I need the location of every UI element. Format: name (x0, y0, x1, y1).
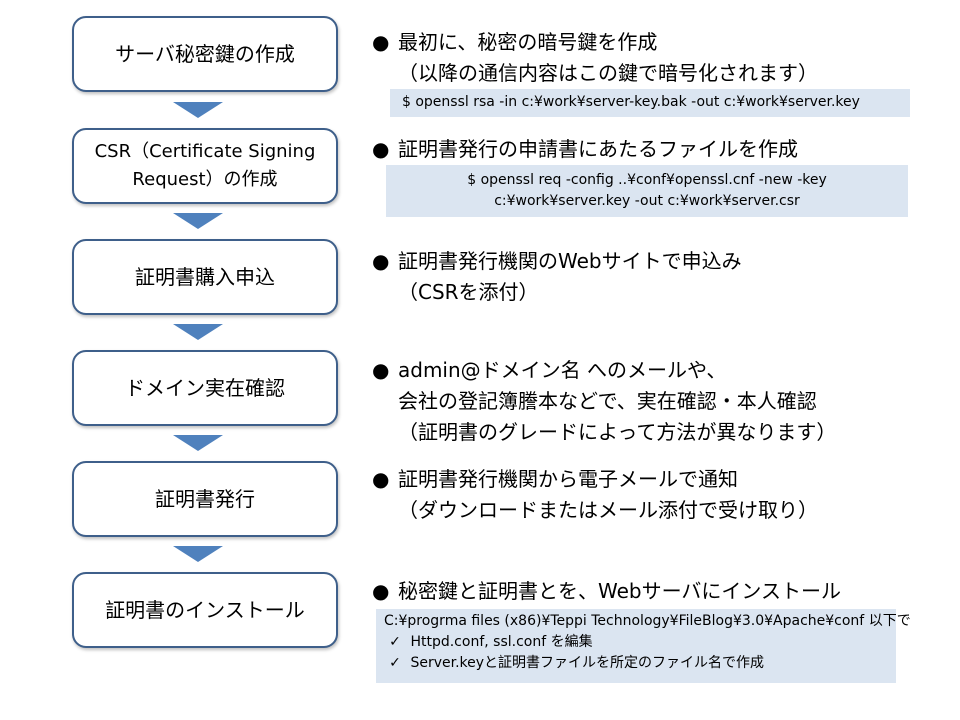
step-create-private-key: サーバ秘密鍵の作成 (72, 16, 338, 92)
step-label: 証明書購入申込 (135, 265, 275, 289)
down-arrow-icon (173, 435, 223, 451)
bullet-icon: ● (372, 249, 390, 273)
checklist-text: Httpd.conf, ssl.conf を編集 (410, 634, 593, 650)
checkmark-icon: ✓ (389, 634, 401, 650)
step-label: サーバ秘密鍵の作成 (115, 42, 295, 66)
command-line: $ openssl req -config ..¥conf¥openssl.cn… (467, 172, 827, 188)
description-line: 会社の登記簿謄本などで、実在確認・本人確認 (398, 389, 817, 413)
config-path: C:¥progrma files (x86)¥Teppi Technology¥… (384, 613, 911, 629)
command-line: $ openssl rsa -in c:¥work¥server-key.bak… (402, 94, 860, 110)
step-certificate-install: 証明書のインストール (72, 572, 338, 648)
bullet-icon: ● (372, 358, 390, 382)
step-purchase-application: 証明書購入申込 (72, 239, 338, 315)
bullet-icon: ● (372, 30, 390, 54)
checklist-item: ✓ Httpd.conf, ssl.conf を編集 (384, 632, 888, 653)
description-purchase-application: ● 証明書発行機関のWebサイトで申込み （CSRを添付） (372, 246, 742, 308)
command-box: $ openssl rsa -in c:¥work¥server-key.bak… (390, 89, 910, 117)
description-line: 証明書発行の申請書にあたるファイルを作成 (398, 137, 798, 161)
description-certificate-install: ● 秘密鍵と証明書とを、Webサーバにインストール (372, 576, 841, 607)
checkmark-icon: ✓ (389, 655, 401, 671)
description-line: 最初に、秘密の暗号鍵を作成 (398, 30, 658, 54)
step-label: CSR（Certificate Signing Request）の作成 (95, 138, 316, 194)
checklist-text: Server.keyと証明書ファイルを所定のファイル名で作成 (410, 655, 765, 671)
step-label-line: Request）の作成 (132, 169, 278, 190)
description-line: （以降の通信内容はこの鍵で暗号化されます） (398, 61, 818, 85)
step-label-line: CSR（Certificate Signing (94, 141, 316, 162)
description-line: 証明書発行機関のWebサイトで申込み (398, 249, 742, 273)
install-instructions-box: C:¥progrma files (x86)¥Teppi Technology¥… (376, 609, 911, 683)
step-label: ドメイン実在確認 (125, 376, 285, 400)
description-line: admin@ドメイン名 へのメールや、 (398, 358, 727, 382)
description-line: 証明書発行機関から電子メールで通知 (398, 467, 738, 491)
checklist-item: ✓ Server.keyと証明書ファイルを所定のファイル名で作成 (384, 653, 888, 674)
description-line: （証明書のグレードによって方法が異なります） (398, 420, 837, 444)
down-arrow-icon (173, 102, 223, 118)
bullet-icon: ● (372, 579, 390, 603)
description-line: 秘密鍵と証明書とを、Webサーバにインストール (398, 579, 842, 603)
command-box: $ openssl req -config ..¥conf¥openssl.cn… (386, 165, 908, 217)
step-domain-verification: ドメイン実在確認 (72, 350, 338, 426)
description-certificate-issue: ● 証明書発行機関から電子メールで通知 （ダウンロードまたはメール添付で受け取り… (372, 464, 818, 526)
command-line: c:¥work¥server.key -out c:¥work¥server.c… (494, 193, 800, 209)
down-arrow-icon (173, 324, 223, 340)
step-certificate-issue: 証明書発行 (72, 461, 338, 537)
bullet-icon: ● (372, 137, 390, 161)
description-domain-verification: ● admin@ドメイン名 へのメールや、 会社の登記簿謄本などで、実在確認・本… (372, 355, 836, 448)
description-create-private-key: ● 最初に、秘密の暗号鍵を作成 （以降の通信内容はこの鍵で暗号化されます） (372, 27, 818, 89)
description-line: （ダウンロードまたはメール添付で受け取り） (398, 498, 818, 522)
down-arrow-icon (173, 546, 223, 562)
description-line: （CSRを添付） (398, 280, 539, 304)
step-label: 証明書発行 (155, 487, 255, 511)
description-create-csr: ● 証明書発行の申請書にあたるファイルを作成 (372, 134, 798, 165)
step-label: 証明書のインストール (105, 598, 305, 622)
down-arrow-icon (173, 213, 223, 229)
bullet-icon: ● (372, 467, 390, 491)
step-create-csr: CSR（Certificate Signing Request）の作成 (72, 128, 338, 204)
